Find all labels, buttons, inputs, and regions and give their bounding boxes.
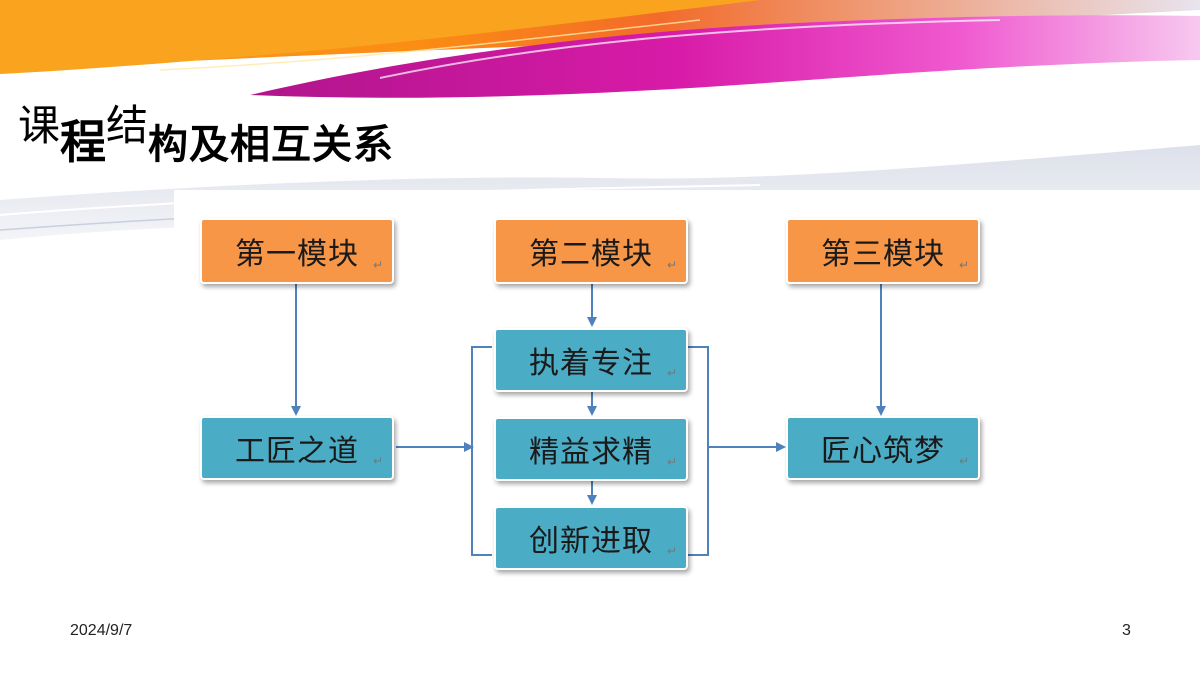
precision-box: 精益求精 ↵ bbox=[494, 417, 688, 481]
module-1-box: 第一模块 ↵ bbox=[200, 218, 394, 284]
focus-box: 执着专注 ↵ bbox=[494, 328, 688, 392]
title-rest: 构及相互关系 bbox=[148, 122, 395, 168]
return-mark: ↵ bbox=[372, 258, 384, 272]
focus-label: 执着专注 bbox=[529, 346, 653, 381]
return-mark: ↵ bbox=[666, 258, 678, 272]
bracket-right bbox=[688, 346, 709, 556]
dream-label: 匠心筑梦 bbox=[821, 434, 945, 469]
page-number: 3 bbox=[1122, 622, 1131, 639]
module-3-box: 第三模块 ↵ bbox=[786, 218, 980, 284]
bracket-left bbox=[471, 346, 492, 556]
module-1-label: 第一模块 bbox=[235, 237, 359, 272]
module-2-box: 第二模块 ↵ bbox=[494, 218, 688, 284]
dream-box: 匠心筑梦 ↵ bbox=[786, 416, 980, 480]
craft-way-label: 工匠之道 bbox=[235, 434, 359, 469]
innovation-label: 创新进取 bbox=[529, 524, 653, 559]
return-mark: ↵ bbox=[666, 455, 678, 469]
slide-date: 2024/9/7 bbox=[70, 622, 133, 639]
module-3-label: 第三模块 bbox=[821, 237, 945, 272]
module-2-label: 第二模块 bbox=[529, 237, 653, 272]
title-char-2: 程 bbox=[60, 115, 107, 169]
innovation-box: 创新进取 ↵ bbox=[494, 506, 688, 570]
slide-title: 课 程 结 构及相互关系 bbox=[18, 95, 395, 169]
precision-label: 精益求精 bbox=[529, 435, 653, 470]
return-mark: ↵ bbox=[958, 258, 970, 272]
craft-way-box: 工匠之道 ↵ bbox=[200, 416, 394, 480]
return-mark: ↵ bbox=[958, 454, 970, 468]
title-char-1: 课 bbox=[18, 101, 61, 150]
return-mark: ↵ bbox=[666, 366, 678, 380]
return-mark: ↵ bbox=[666, 544, 678, 558]
return-mark: ↵ bbox=[372, 454, 384, 468]
title-char-3: 结 bbox=[106, 101, 149, 150]
